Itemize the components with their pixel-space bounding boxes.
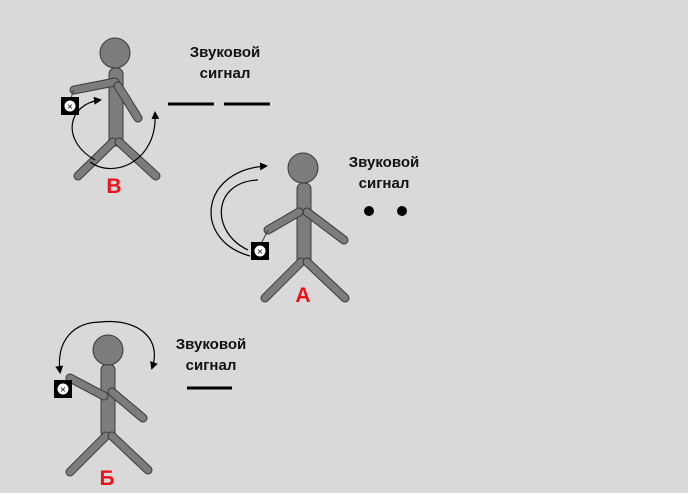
- figure-a: × Звуковой сигнал А: [210, 152, 419, 307]
- rotation-arrow-icon: [99, 320, 158, 370]
- signal-label-line2: сигнал: [200, 65, 251, 82]
- signal-label-line2: сигнал: [186, 357, 237, 374]
- lantern-icon: ×: [54, 380, 72, 398]
- figure-b: × Звуковой сигнал Б: [54, 320, 246, 490]
- figure-letter: Б: [99, 467, 114, 490]
- rotation-arrow-icon: [71, 96, 102, 161]
- signal-dot: [397, 206, 407, 216]
- figure-v: × Звуковой сигнал В: [61, 37, 270, 198]
- person-b: [65, 334, 153, 477]
- svg-text:×: ×: [67, 102, 74, 111]
- rotation-arrow-icon: [55, 321, 102, 374]
- rotation-arrow-icon: [89, 111, 160, 170]
- lantern-icon: ×: [61, 97, 79, 115]
- lantern-icon: ×: [251, 242, 269, 260]
- svg-text:×: ×: [60, 385, 67, 394]
- signal-label-line1: Звуковой: [176, 336, 246, 353]
- svg-text:×: ×: [257, 247, 264, 256]
- signal-label-line1: Звуковой: [349, 154, 419, 171]
- rotation-arrow-icon: [210, 162, 268, 257]
- signal-label-line1: Звуковой: [190, 44, 260, 61]
- figure-letter: В: [106, 175, 121, 198]
- person-a: [260, 152, 350, 303]
- rotation-arrow-icon: [220, 179, 259, 251]
- signal-dot: [364, 206, 374, 216]
- signal-label-line2: сигнал: [359, 175, 410, 192]
- figure-letter: А: [295, 284, 310, 307]
